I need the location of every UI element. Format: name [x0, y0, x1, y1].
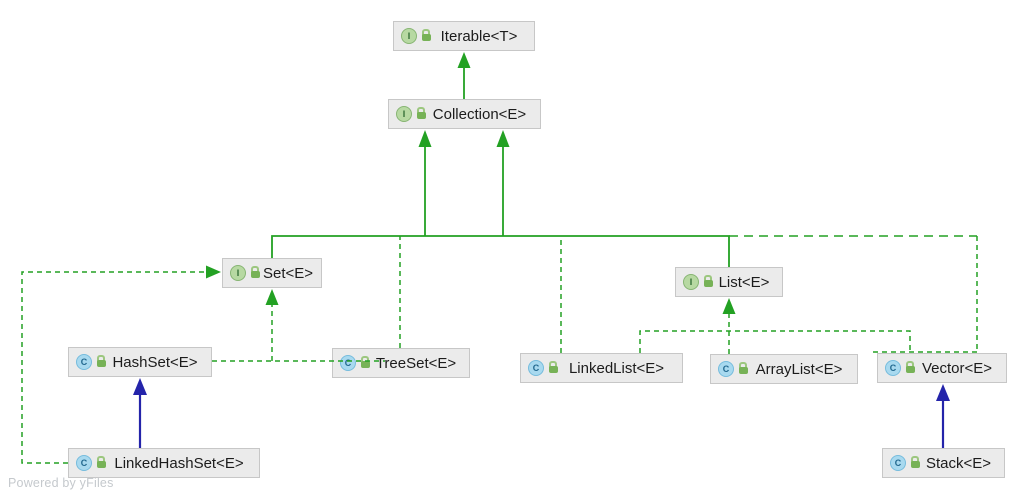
arrowhead — [133, 378, 147, 395]
public-lock-icon — [417, 106, 427, 119]
node-label: HashSet<E> — [112, 353, 198, 371]
node-label: LinkedList<E> — [568, 359, 665, 377]
class-icon: C — [890, 455, 906, 471]
public-lock-icon — [906, 360, 916, 373]
arrowhead — [496, 130, 510, 147]
node-list[interactable]: I List<E> — [675, 267, 783, 297]
node-treeset[interactable]: C TreeSet<E> — [332, 348, 470, 378]
node-collection[interactable]: I Collection<E> — [388, 99, 541, 129]
node-label: Set<E> — [263, 264, 314, 282]
node-arraylist[interactable]: C ArrayList<E> — [710, 354, 858, 384]
interface-icon: I — [401, 28, 417, 44]
arrowhead — [722, 298, 736, 314]
node-label: TreeSet<E> — [375, 354, 457, 372]
node-hashset[interactable]: C HashSet<E> — [68, 347, 212, 377]
node-set[interactable]: I Set<E> — [222, 258, 322, 288]
class-icon: C — [718, 361, 734, 377]
node-label: List<E> — [718, 273, 770, 291]
arrowhead — [265, 289, 279, 305]
node-label: LinkedHashSet<E> — [114, 454, 244, 472]
arrowhead — [936, 384, 950, 401]
public-lock-icon — [911, 455, 921, 468]
class-icon: C — [528, 360, 544, 376]
edge-linkedlist-vector-list — [639, 330, 911, 353]
node-label: Iterable<T> — [440, 27, 518, 45]
interface-icon: I — [396, 106, 412, 122]
node-label: ArrayList<E> — [755, 360, 843, 378]
class-icon: C — [340, 355, 356, 371]
edge-bus-solid — [271, 235, 730, 267]
interface-icon: I — [683, 274, 699, 290]
class-icon: C — [76, 455, 92, 471]
public-lock-icon — [422, 28, 432, 41]
node-linkedhashset[interactable]: C LinkedHashSet<E> — [68, 448, 260, 478]
class-icon: C — [885, 360, 901, 376]
node-stack[interactable]: C Stack<E> — [882, 448, 1005, 478]
node-label: Vector<E> — [921, 359, 993, 377]
node-label: Collection<E> — [432, 105, 527, 123]
public-lock-icon — [251, 265, 261, 278]
node-linkedlist[interactable]: C LinkedList<E> — [520, 353, 683, 383]
public-lock-icon — [704, 274, 714, 287]
node-label: Stack<E> — [925, 454, 992, 472]
yfiles-watermark: Powered by yFiles — [8, 476, 114, 490]
arrowhead — [206, 265, 221, 279]
node-iterable[interactable]: I Iterable<T> — [393, 21, 535, 51]
public-lock-icon — [549, 360, 559, 373]
arrowhead — [418, 130, 432, 147]
public-lock-icon — [361, 355, 371, 368]
node-vector[interactable]: C Vector<E> — [877, 353, 1007, 383]
public-lock-icon — [97, 455, 107, 468]
public-lock-icon — [97, 354, 107, 367]
arrowhead — [457, 52, 471, 68]
public-lock-icon — [739, 361, 749, 374]
class-icon: C — [76, 354, 92, 370]
interface-icon: I — [230, 265, 246, 281]
